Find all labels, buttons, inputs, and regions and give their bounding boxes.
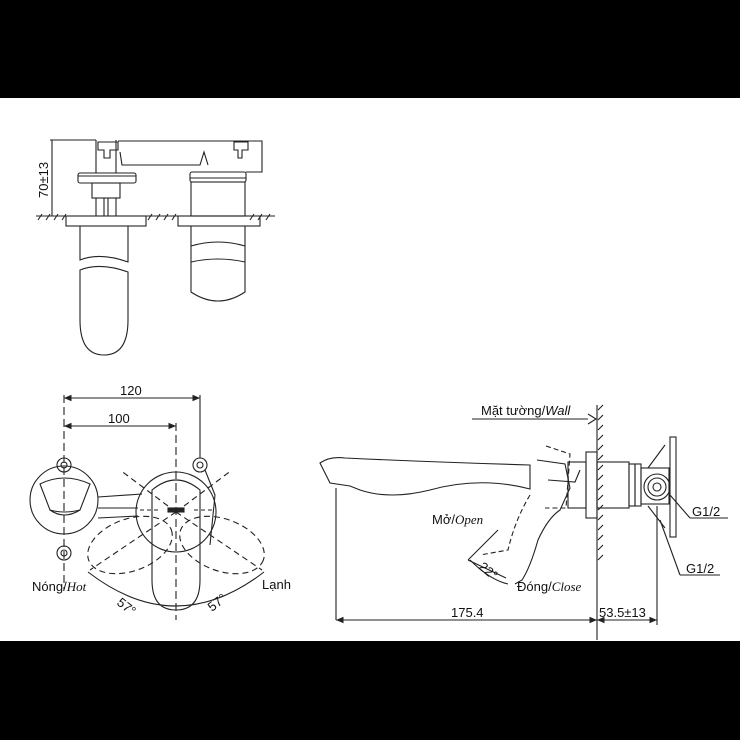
lever-angle: 22° <box>476 559 501 583</box>
technical-drawing: 70±13 120 100 Nóng/Hot Lạnh 57° 57° Mặt … <box>29 139 728 640</box>
angle-right: 57° <box>205 590 230 614</box>
wall-hatch <box>36 213 275 221</box>
side-view <box>36 139 275 356</box>
thread-label-1: G1/2 <box>692 504 720 519</box>
drawing-sheet: 70±13 120 100 Nóng/Hot Lạnh 57° 57° Mặt … <box>0 98 740 641</box>
dim-100: 100 <box>108 411 130 426</box>
top-view <box>29 394 265 620</box>
hot-label: Nóng/Hot <box>32 579 87 594</box>
dim-wall-depth: 53.5±13 <box>599 605 646 620</box>
close-label: Đóng/Close <box>517 579 582 594</box>
dim-spout-length: 175.4 <box>451 605 484 620</box>
dim-120: 120 <box>120 383 142 398</box>
open-label: Mở/Open <box>432 512 483 527</box>
wall-label: Mặt tường/Wall <box>481 403 571 418</box>
thread-label-2: G1/2 <box>686 561 714 576</box>
height-dimension: 70±13 <box>36 162 51 198</box>
cold-label: Lạnh <box>262 577 291 592</box>
profile-view <box>319 404 728 640</box>
